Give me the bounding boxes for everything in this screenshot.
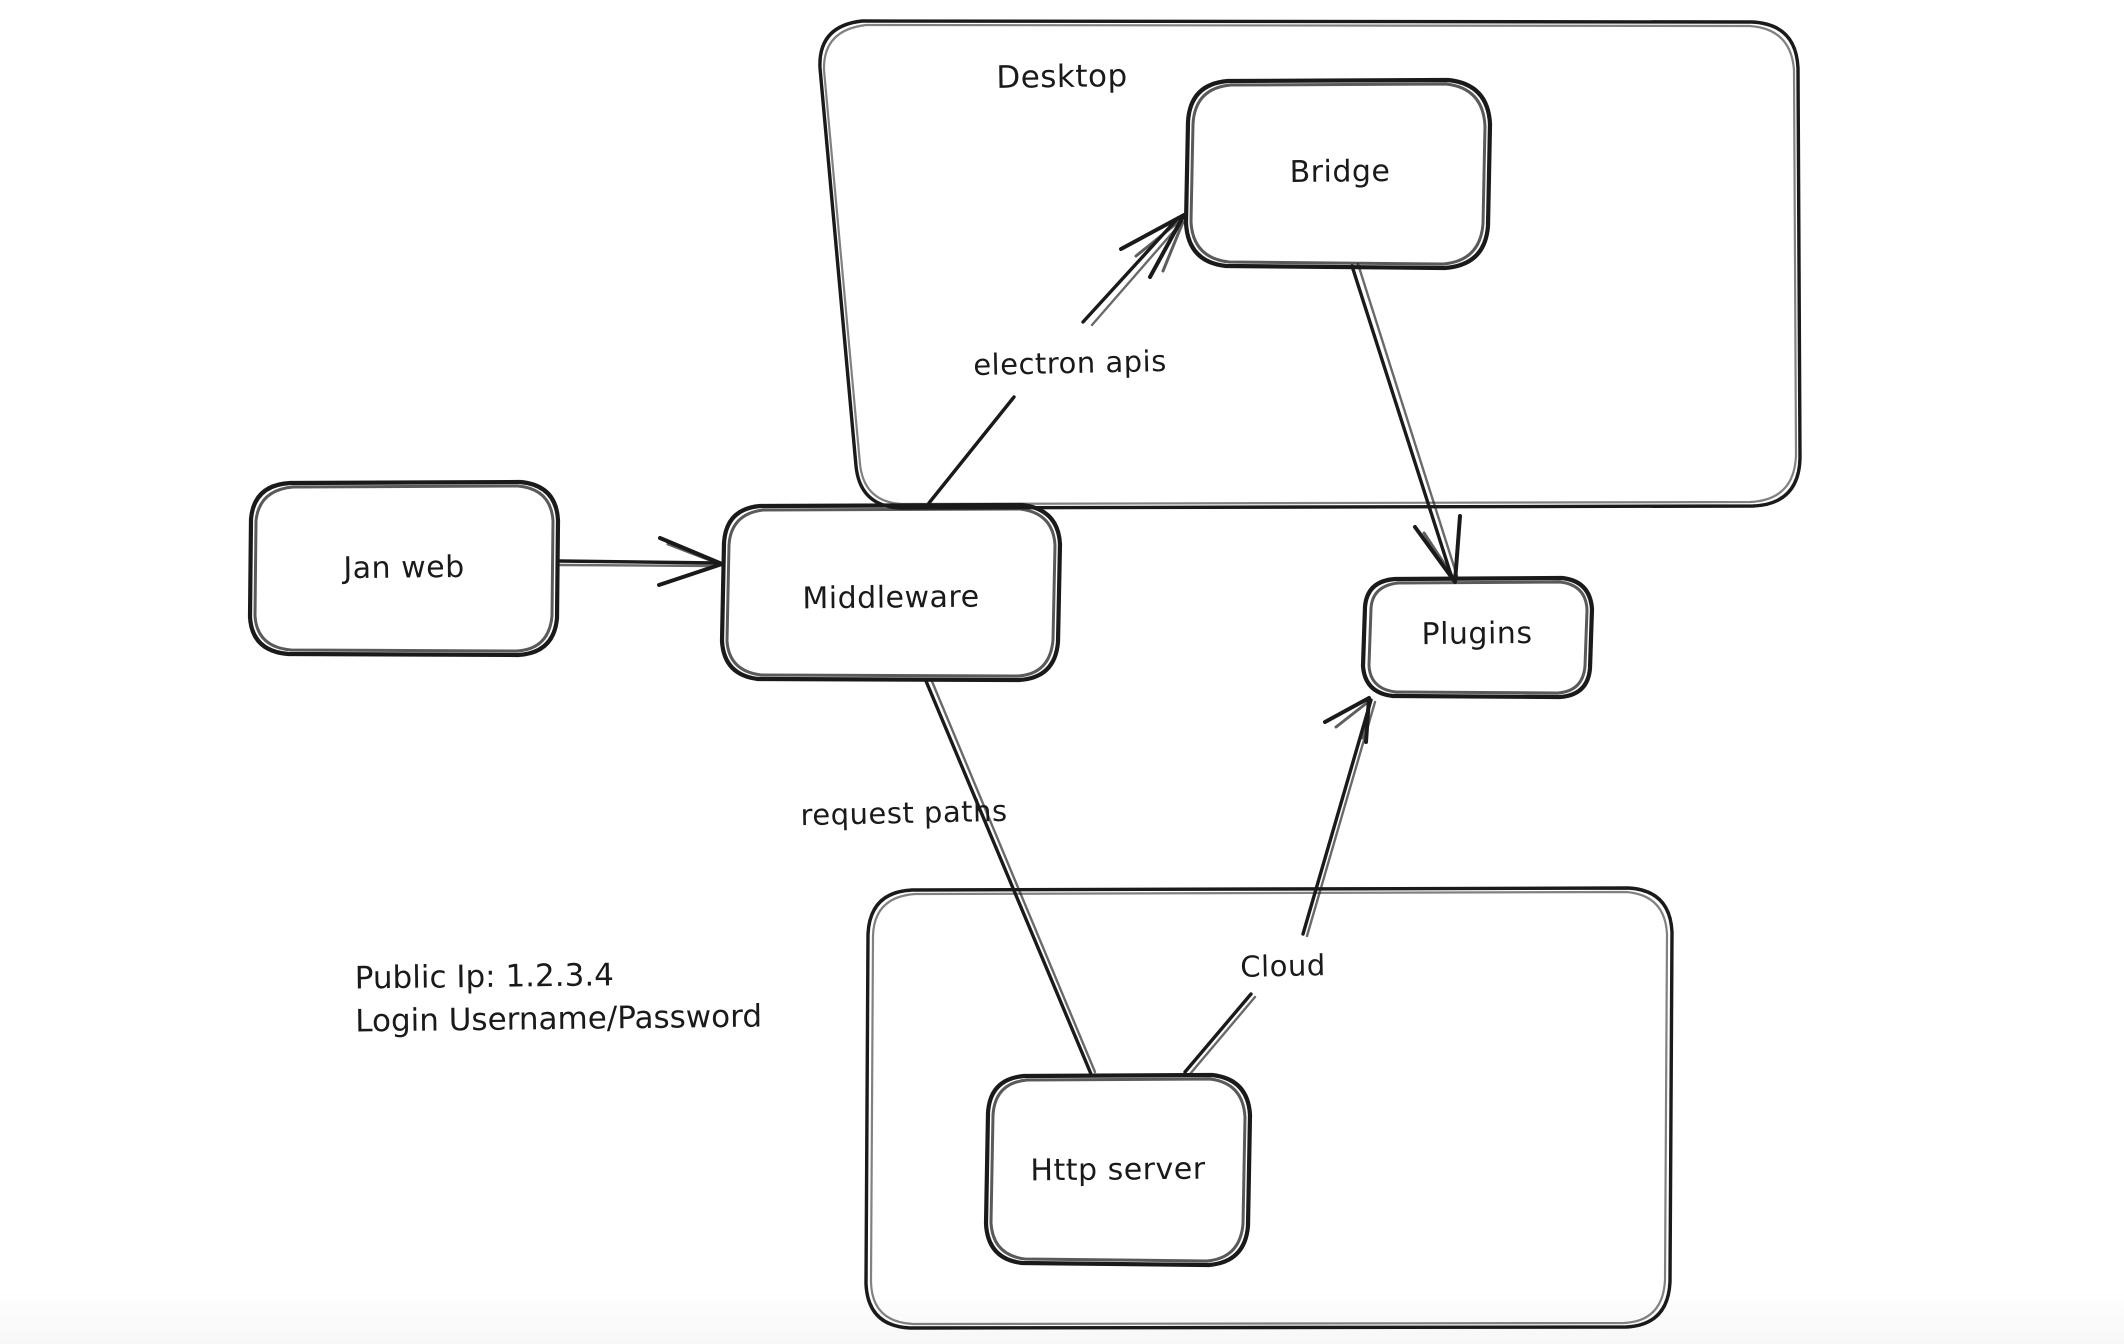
edge-middleware-to-httpserver [924, 677, 1097, 1076]
edge-label-electron-apis: electron apis [972, 343, 1168, 383]
group-cloud-region-outline [864, 886, 1674, 1330]
node-plugins-outline[interactable] [1360, 575, 1595, 700]
node-label-plugins: Plugins [1421, 615, 1533, 653]
node-label-jan-web: Jan web [343, 549, 465, 587]
node-label-middleware: Middleware [802, 579, 980, 617]
note-connection-info: Public Ip: 1.2.3.4 Login Username/Passwo… [354, 953, 763, 1043]
edge-httpserver-to-plugins [1183, 696, 1377, 1076]
node-middleware-outline[interactable] [719, 502, 1063, 683]
group-label-desktop: Desktop [996, 58, 1128, 96]
node-jan-web-outline[interactable] [247, 479, 561, 658]
node-bridge-outline[interactable] [1183, 77, 1493, 271]
node-http-server-outline[interactable] [983, 1072, 1253, 1268]
node-label-http-server: Http server [1030, 1151, 1206, 1189]
edge-bridge-to-plugins [1350, 262, 1462, 584]
edge-middleware-to-bridge [927, 213, 1186, 505]
node-label-bridge: Bridge [1289, 153, 1391, 191]
note-line-login: Login Username/Password [355, 998, 763, 1040]
note-line-public-ip: Public Ip: 1.2.3.4 [354, 957, 615, 997]
edge-label-request-paths: request paths [800, 793, 1008, 833]
edge-label-cloud: Cloud [1239, 948, 1327, 984]
edge-janweb-to-middleware [557, 536, 724, 587]
group-desktop-outline [818, 19, 1802, 510]
